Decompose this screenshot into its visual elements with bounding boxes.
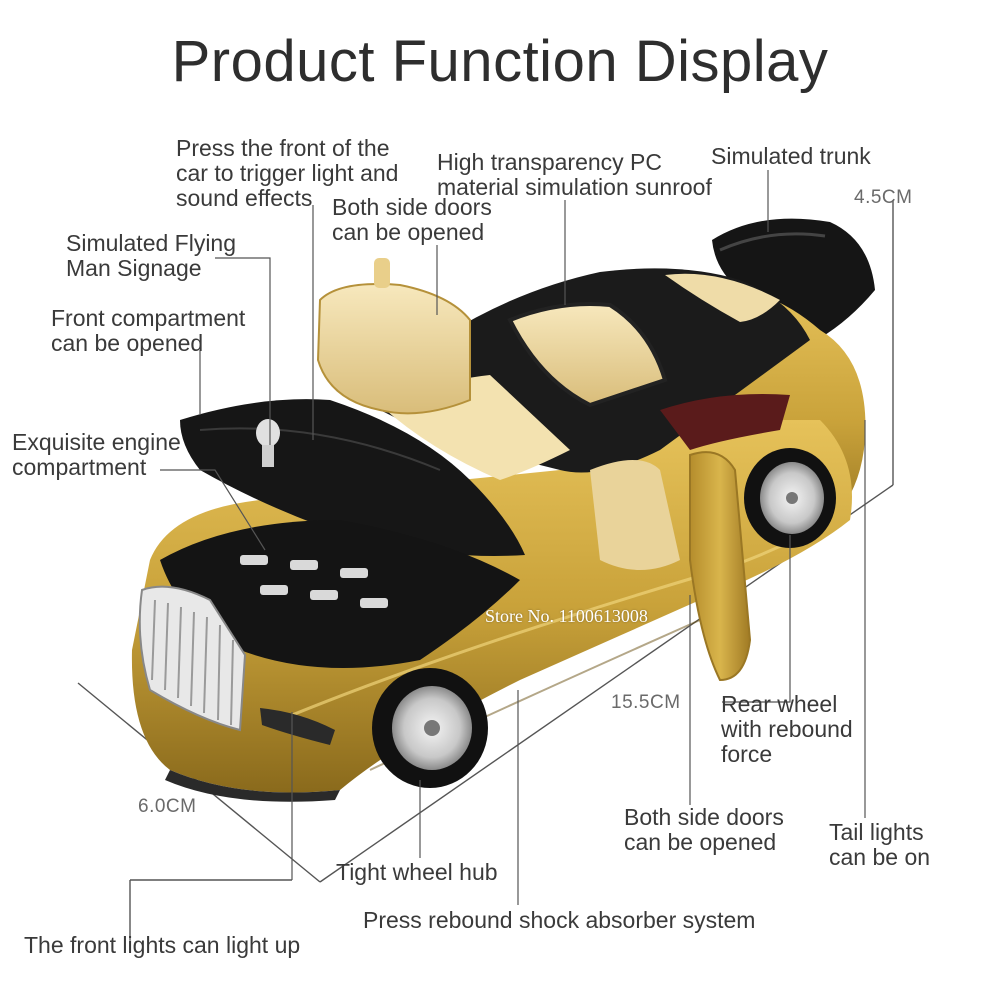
front-door-open xyxy=(316,258,471,415)
label-front-press: Press the front of the car to trigger li… xyxy=(176,135,399,211)
flying-man-figure xyxy=(256,419,280,467)
label-rear-wheel: Rear wheel with rebound force xyxy=(721,691,853,767)
label-sunroof: High transparency PC material simulation… xyxy=(437,149,712,200)
front-grille xyxy=(138,585,340,802)
dimension-length: 15.5CM xyxy=(611,692,681,713)
label-flying-man: Simulated Flying Man Signage xyxy=(66,230,237,281)
roof xyxy=(360,268,810,480)
engine-bay xyxy=(160,520,520,668)
label-trunk: Simulated trunk xyxy=(711,143,871,169)
dimension-width: 6.0CM xyxy=(138,796,197,817)
store-watermark: Store No. 1100613008 xyxy=(485,606,648,626)
label-side-doors-bottom: Both side doors can be opened xyxy=(624,804,784,855)
dimension-height: 4.5CM xyxy=(854,187,913,208)
rear-door-open xyxy=(590,451,752,682)
trunk-lid xyxy=(712,218,875,338)
front-wheel xyxy=(372,668,488,788)
label-front-compartment: Front compartment can be opened xyxy=(51,305,246,356)
label-engine: Exquisite engine compartment xyxy=(12,429,181,480)
label-side-doors-top: Both side doors can be opened xyxy=(332,194,492,245)
label-wheel-hub: Tight wheel hub xyxy=(336,859,498,885)
leader-lines xyxy=(160,170,866,905)
label-front-lights: The front lights can light up xyxy=(24,932,301,958)
label-tail-lights: Tail lights can be on xyxy=(829,819,931,870)
rear-wheel xyxy=(744,448,836,548)
page-title: Product Function Display xyxy=(171,29,829,94)
label-shock: Press rebound shock absorber system xyxy=(363,907,756,933)
